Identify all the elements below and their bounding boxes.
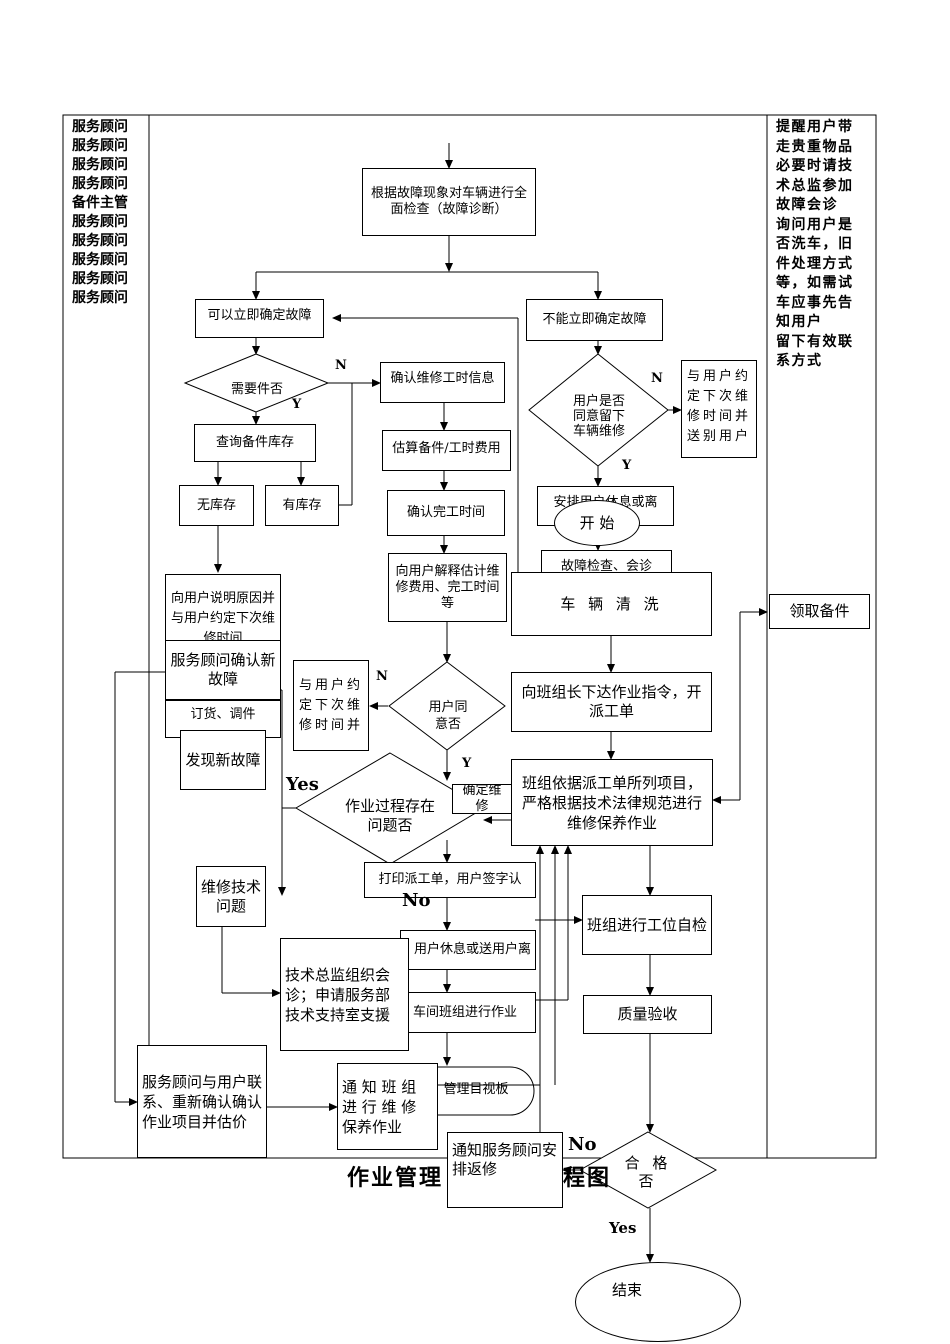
mgmt-board-text: 管理目视板 xyxy=(443,1081,509,1097)
user-agree-keep-text: 用户是否同意留下车辆维修 xyxy=(573,393,626,439)
dispatch-box: 向班组长下达作业指令，开派工单 xyxy=(511,672,712,732)
diagnose-box: 根据故障现象对车辆进行全面检查（故障诊断） xyxy=(362,168,536,236)
confirm-repair-box: 确定维修 xyxy=(452,784,511,814)
confirm-new-fault-box: 服务顾问确认新故障 xyxy=(165,640,281,700)
note-line: 故障会诊 xyxy=(776,197,838,213)
note-line: 系方式 xyxy=(776,353,823,369)
estimate-box: 估算备件/工时费用 xyxy=(382,430,511,471)
role-label: 服务顾问 xyxy=(72,252,128,268)
decision-shapes xyxy=(183,353,718,1209)
tech-problem-box: 维修技术问题 xyxy=(196,866,266,927)
advisor-contact-box: 服务顾问与用户联系、重新确认确认作业项目并估价 xyxy=(137,1045,267,1158)
label-no: No xyxy=(402,890,431,911)
note-line: 等，如需试 xyxy=(776,275,854,291)
role-label: 服务顾问 xyxy=(72,176,128,192)
label-yes: Yes xyxy=(609,1219,637,1237)
note-line: 件处理方式 xyxy=(776,255,854,272)
note-line: 走贵重物品 xyxy=(776,138,854,155)
car-wash-box: 车 辆 清 洗 xyxy=(511,572,712,636)
explain-box: 向用户解释估计维修费用、完工时间等 xyxy=(388,553,507,622)
qualified-diamond xyxy=(578,1131,718,1209)
label-yes: Yes xyxy=(286,774,319,795)
user-agree-keep-diamond xyxy=(528,353,669,467)
label-y: Y xyxy=(622,458,632,473)
notify-advisor-box: 通知服务顾问安排返修 xyxy=(447,1132,563,1208)
user-agree-diamond xyxy=(388,661,506,751)
cannot-confirm-box: 不能立即确定故障 xyxy=(526,299,663,341)
team-self-check-box: 班组进行工位自检 xyxy=(582,895,712,955)
note-line: 车应事先告 xyxy=(776,294,854,311)
user-rest-leave-box: 用户休息或送用户离 xyxy=(400,930,536,970)
end-ellipse: 结束 xyxy=(575,1262,741,1342)
appoint-next-a-box: 与用户约定下次维修时间并送别用户 xyxy=(681,360,757,458)
note-line: 知用户 xyxy=(776,314,823,330)
notify-team-box: 通 知 班 组 进 行 维 修 保养作业 xyxy=(337,1063,438,1150)
tech-director-box: 技术总监组织会诊；申请服务部技术支持室支援 xyxy=(280,938,409,1051)
workshop-team-box: 车间班组进行作业 xyxy=(409,992,536,1033)
print-order-box: 打印派工单，用户签字认 xyxy=(364,862,536,898)
appoint-next-b-box: 与用户约定下次维修时间并 xyxy=(293,660,369,751)
has-stock-box: 有库存 xyxy=(265,485,339,526)
can-confirm-box: 可以立即确定故障 xyxy=(195,299,324,338)
role-label: 服务顾问 xyxy=(72,138,128,154)
confirm-finish-box: 确认完工时间 xyxy=(387,490,505,536)
user-agree-text: 用户同意否 xyxy=(428,700,468,732)
role-column: 服务顾问 服务顾问 服务顾问 服务顾问 备件主管 服务顾问 服务顾问 服务顾问 … xyxy=(72,118,128,308)
note-line: 询问用户是 xyxy=(776,216,854,233)
need-parts-diamond xyxy=(183,353,330,413)
find-new-fault-box: 发现新故障 xyxy=(180,730,266,790)
label-n: N xyxy=(335,358,347,373)
confirm-hours-box: 确认维修工时信息 xyxy=(380,362,505,403)
work-by-order-box: 班组依据派工单所列项目，严格根据技术法律规范进行维修保养作业 xyxy=(511,759,713,846)
role-label: 服务顾问 xyxy=(72,119,128,135)
notes-column: 提醒用户带 走贵重物品 必要时请技 术总监参加 故障会诊 询问用户是 否洗车，旧… xyxy=(776,118,872,372)
role-label: 服务顾问 xyxy=(72,271,128,287)
role-label: 服务顾问 xyxy=(72,214,128,230)
role-label: 服务顾问 xyxy=(72,157,128,173)
role-label: 服务顾问 xyxy=(72,233,128,249)
label-n: N xyxy=(376,669,388,684)
note-line: 提醒用户带 xyxy=(776,119,854,135)
note-line: 术总监参加 xyxy=(776,177,854,194)
quality-check-box: 质量验收 xyxy=(583,995,712,1034)
check-stock-box: 查询备件库存 xyxy=(194,424,316,462)
note-line: 留下有效联 xyxy=(776,333,854,350)
connector-lines xyxy=(114,143,768,1263)
process-problem-text: 作业过程存在问题否 xyxy=(345,797,436,834)
label-no: No xyxy=(568,1134,597,1155)
role-label: 服务顾问 xyxy=(72,290,128,306)
start-ellipse: 开 始 xyxy=(554,500,640,546)
page-title: 作业管理 xyxy=(347,1165,444,1191)
no-stock-box: 无库存 xyxy=(179,485,254,526)
label-y: Y xyxy=(292,397,302,412)
need-parts-text: 需要件否 xyxy=(230,381,283,397)
page-title-tail: 程图 xyxy=(563,1165,612,1191)
get-parts-box: 领取备件 xyxy=(769,594,870,629)
note-line: 必要时请技 xyxy=(776,158,854,174)
label-n: N xyxy=(651,371,663,386)
note-line: 否洗车，旧 xyxy=(776,236,854,252)
label-y: Y xyxy=(462,756,472,771)
qualified-text: 合 格否 xyxy=(624,1154,672,1190)
role-label: 备件主管 xyxy=(72,195,128,211)
